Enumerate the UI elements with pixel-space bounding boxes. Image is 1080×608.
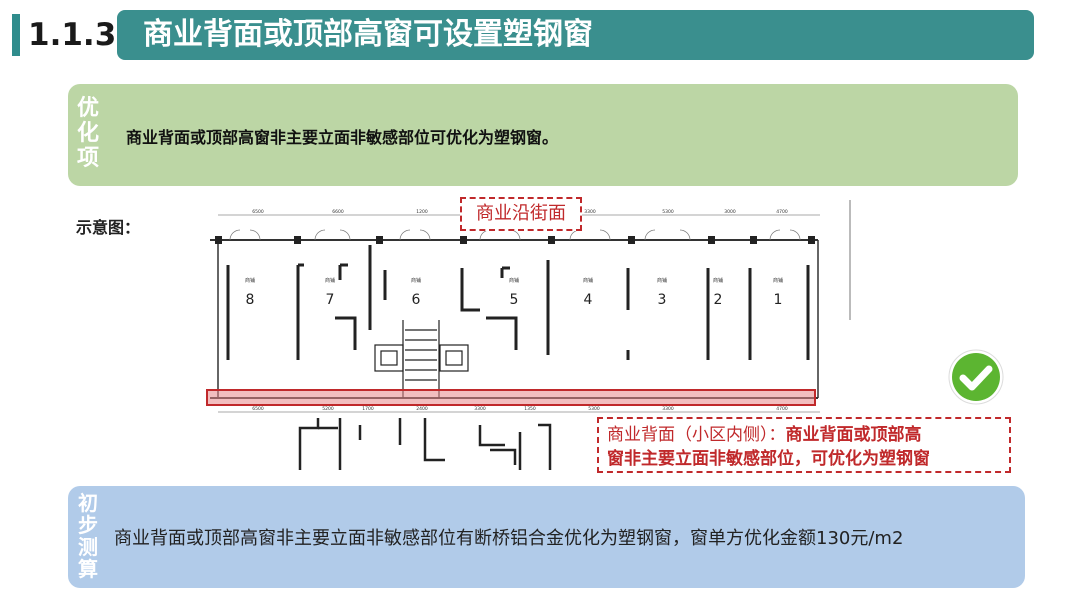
bottom-dimension: 5200 [322,406,334,412]
shop-number-1: 1 [774,292,783,308]
shop-caption: 商铺 [583,277,593,284]
shop-caption: 商铺 [245,277,255,284]
top-dimension: 5300 [662,209,674,215]
optimization-text: 商业背面或顶部高窗非主要立面非敏感部位可优化为塑钢窗。 [126,128,559,147]
shop-labels: 商铺 8 商铺 7 商铺 6 商铺 5 商铺 4 商铺 3 商铺 2 商铺 1 [245,277,783,308]
page-title: 商业背面或顶部高窗可设置塑钢窗 [143,17,593,52]
street-facade-callout: 商业沿街面 [460,197,582,231]
bottom-dimension: 1700 [362,406,374,412]
shop-number-8: 8 [246,292,255,308]
shop-caption: 商铺 [411,277,421,284]
bottom-dimension: 2400 [416,406,428,412]
top-dimension: 1200 [416,209,428,215]
bottom-dimension: 6500 [252,406,264,412]
bottom-dimension: 5300 [588,406,600,412]
top-dimension: 4700 [776,209,788,215]
optimization-tag: 优化项 [76,96,99,171]
top-dimension: 3300 [584,209,596,215]
shop-caption: 商铺 [773,277,783,284]
top-dimension: 6500 [252,209,264,215]
estimate-tag: 初步测算 [78,491,98,581]
back-facade-callout: 商业背面（小区内侧）：商业背面或顶部高 窗非主要立面非敏感部位，可优化为塑钢窗 [597,417,1011,473]
floor-plan-drawing: 6500 6600 1200 3300 1350 3300 5300 3000 4700 [206,200,851,470]
shop-caption: 商铺 [325,277,335,284]
optimization-panel: 优化项 商业背面或顶部高窗非主要立面非敏感部位可优化为塑钢窗。 [68,84,1018,186]
estimate-panel: 初步测算 商业背面或顶部高窗非主要立面非敏感部位有断桥铝合金优化为塑钢窗，窗单方… [68,486,1025,588]
shop-number-2: 2 [714,292,723,308]
bottom-dimension: 3300 [662,406,674,412]
bottom-dimension-labels: 6500 5200 1700 2400 3300 1350 5300 3300 4700 [252,406,788,412]
header-accent-bar [12,14,20,56]
back-facade-note-1: 商业背面或顶部高 [785,425,922,445]
shop-number-4: 4 [584,292,593,308]
diagram-label: 示意图： [76,218,141,237]
title-bar: 商业背面或顶部高窗可设置塑钢窗 [117,10,1034,60]
section-number: 1.1.3 [28,17,117,53]
shop-number-6: 6 [412,292,421,308]
back-facade-label: 商业背面（小区内侧）： [607,425,786,445]
bottom-dimension: 1350 [524,406,536,412]
bottom-dimension: 4700 [776,406,788,412]
shop-number-5: 5 [510,292,519,308]
shop-number-7: 7 [326,292,335,308]
shop-caption: 商铺 [509,277,519,284]
top-dimension: 3000 [724,209,736,215]
shop-caption: 商铺 [657,277,667,284]
shop-number-3: 3 [658,292,667,308]
back-facade-note-2: 窗非主要立面非敏感部位，可优化为塑钢窗 [607,449,930,469]
top-dimension: 6600 [332,209,344,215]
shop-caption: 商铺 [713,277,723,284]
check-icon [948,349,1004,405]
bottom-dimension: 3300 [474,406,486,412]
estimate-text: 商业背面或顶部高窗非主要立面非敏感部位有断桥铝合金优化为塑钢窗，窗单方优化金额1… [114,528,904,549]
